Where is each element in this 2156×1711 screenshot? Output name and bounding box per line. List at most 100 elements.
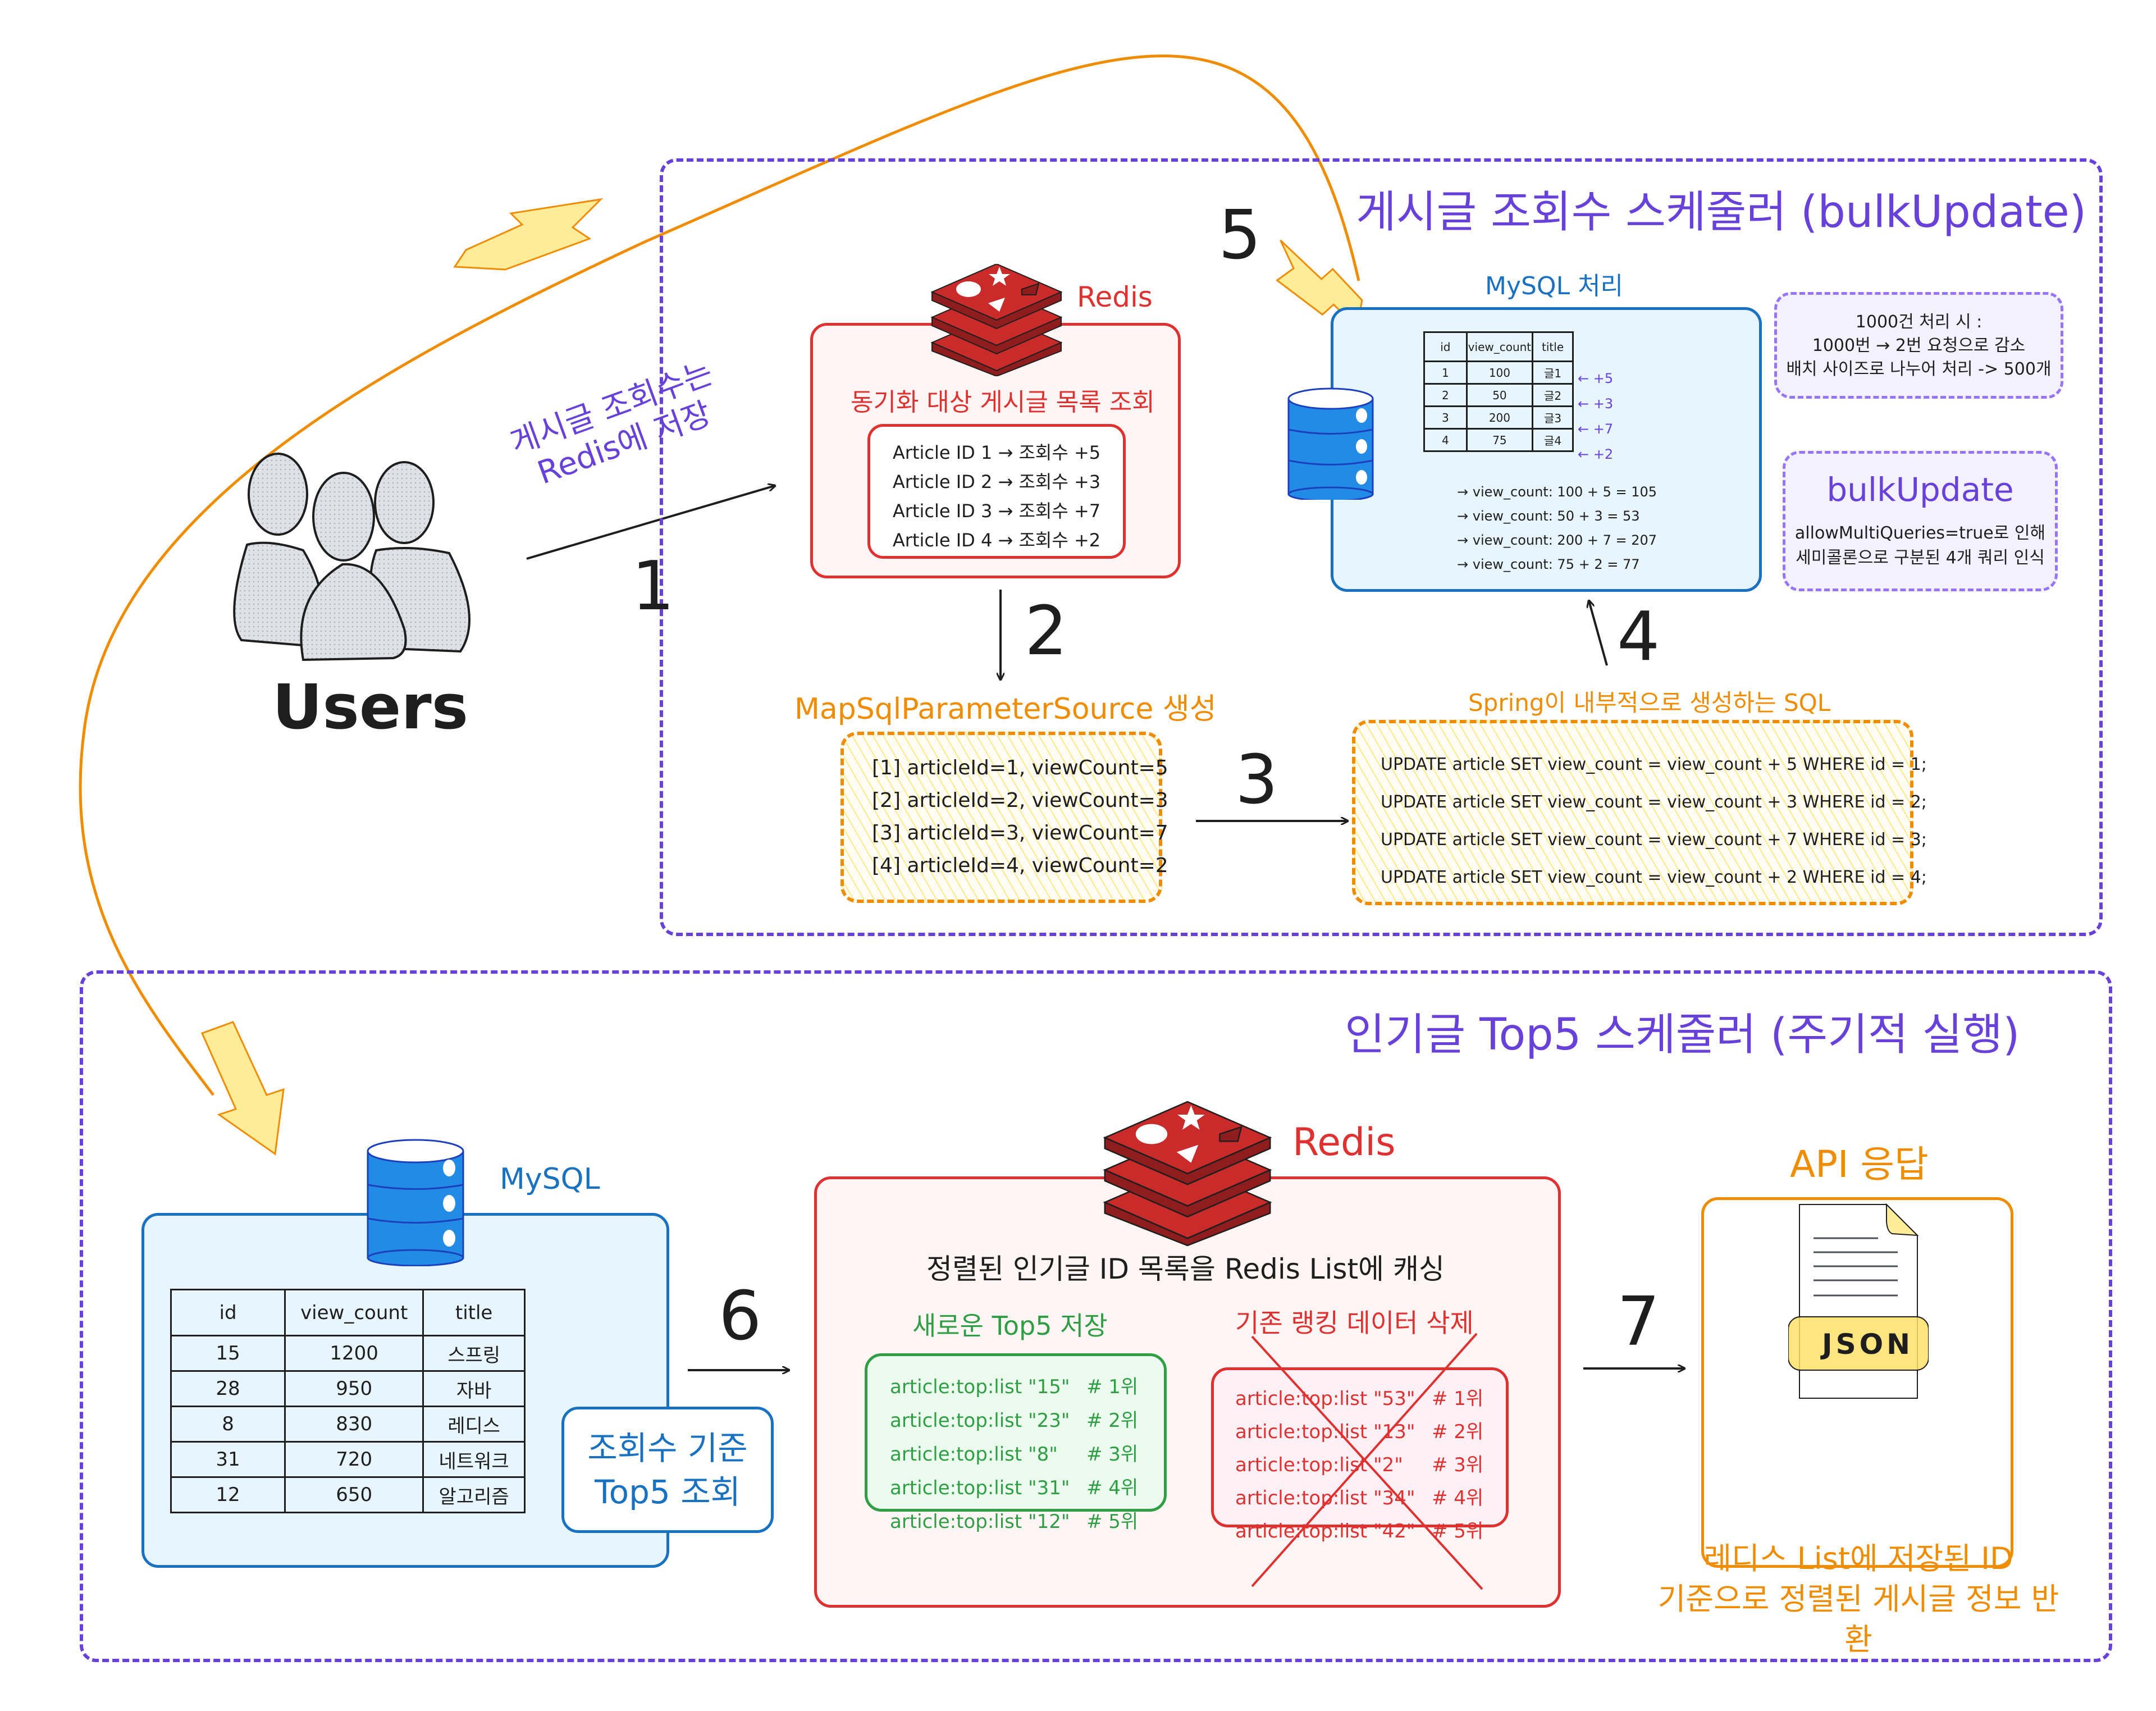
- column-header-id: id: [1423, 331, 1468, 362]
- table-row: 15 1200 스프링: [170, 1335, 526, 1372]
- cell-title: 자바: [422, 1370, 526, 1407]
- new-top5-item: article:top:list "31"# 4위: [890, 1477, 1139, 1499]
- cell-title: 네트워크: [422, 1441, 526, 1478]
- step-number-6: 6: [719, 1277, 762, 1356]
- table-row: 12 650 알고리즘: [170, 1476, 526, 1513]
- cell-view-count: 950: [284, 1370, 424, 1407]
- cell-view-count: 1200: [284, 1335, 424, 1372]
- column-header-view-count: view_count: [284, 1289, 424, 1336]
- param-item: [2] articleId=2, viewCount=3: [872, 789, 1168, 812]
- new-top5-item: article:top:list "8"# 3위: [890, 1443, 1139, 1466]
- section-top5-scheduler: [80, 970, 2112, 1662]
- batch-note-line1: 1000건 처리 시 :: [1855, 312, 1983, 332]
- result-item: → view_count: 50 + 3 = 53: [1457, 508, 1640, 524]
- result-item: → view_count: 75 + 2 = 77: [1457, 556, 1640, 572]
- mysql-top5-table: id view_count title 15 1200 스프링 28 950 자…: [170, 1289, 526, 1513]
- mysql-process-table: id view_count title 1 100 글1 2 50 글2 3 2…: [1423, 331, 1574, 452]
- param-source-box: [1] articleId=1, viewCount=5 [2] article…: [841, 732, 1168, 903]
- old-ranking-item: article:top:list "42"# 5위: [1235, 1520, 1484, 1543]
- cell-id: 28: [170, 1370, 286, 1407]
- old-ranking-item: article:top:list "53"# 1위: [1235, 1388, 1484, 1410]
- redis-sync-heading: 동기화 대상 게시글 목록 조회: [851, 388, 1155, 417]
- new-top5-item: article:top:list "12"# 5위: [890, 1511, 1139, 1533]
- redis-sync-item: Article ID 1 → 조회수 +5: [892, 442, 1101, 463]
- api-caption-line2: 기준으로 정렬된 게시글 정보 반환: [1657, 1581, 2059, 1657]
- redis-label-bottom: Redis: [1292, 1120, 1396, 1165]
- mysql-process-label: MySQL 처리: [1485, 272, 1624, 300]
- cell-title: 글3: [1532, 405, 1574, 430]
- sql-item: UPDATE article SET view_count = view_cou…: [1381, 792, 1927, 812]
- top5-query-line2: Top5 조회: [595, 1473, 741, 1511]
- redis-sync-list: Article ID 1 → 조회수 +5 Article ID 2 → 조회수…: [867, 424, 1126, 559]
- new-top5-list: article:top:list "15"# 1위 article:top:li…: [865, 1353, 1167, 1533]
- delta-item: ← +2: [1578, 446, 1614, 462]
- batch-note: 1000건 처리 시 : 1000번 → 2번 요청으로 감소 배치 사이즈로 …: [1774, 292, 2063, 399]
- column-header-view-count: view_count: [1465, 331, 1534, 362]
- delta-item: ← +3: [1578, 396, 1614, 412]
- spring-sql-title: Spring이 내부적으로 생성하는 SQL: [1468, 689, 1831, 717]
- cell-id: 2: [1423, 383, 1468, 407]
- redis-sync-item: Article ID 4 → 조회수 +2: [892, 530, 1101, 551]
- step-number-2: 2: [1025, 592, 1068, 670]
- json-document-icon: [1788, 1203, 1929, 1399]
- old-ranking-list: article:top:list "53"# 1위 article:top:li…: [1211, 1367, 1509, 1543]
- cell-title: 스프링: [422, 1335, 526, 1372]
- cell-id: 3: [1423, 405, 1468, 430]
- param-item: [3] articleId=3, viewCount=7: [872, 822, 1168, 845]
- json-badge-label: JSON: [1822, 1328, 1913, 1361]
- old-ranking-item: article:top:list "13"# 2위: [1235, 1421, 1484, 1443]
- table-row: 31 720 네트워크: [170, 1441, 526, 1478]
- mysql-top5-label: MySQL: [500, 1162, 600, 1196]
- section-title-viewcount: 게시글 조회수 스케줄러 (bulkUpdate): [1356, 187, 2087, 238]
- api-caption: 레디스 List에 저장된 ID 기준으로 정렬된 게시글 정보 반환: [1645, 1539, 2072, 1660]
- cell-id: 1: [1423, 361, 1468, 385]
- table-row: 4 75 글4: [1423, 428, 1574, 452]
- column-header-id: id: [170, 1289, 286, 1336]
- cell-view-count: 75: [1465, 428, 1534, 452]
- section-title-top5: 인기글 Top5 스케줄러 (주기적 실행): [1345, 1010, 2020, 1060]
- table-row: 3 200 글3: [1423, 405, 1574, 430]
- cell-id: 15: [170, 1335, 286, 1372]
- cell-title: 알고리즘: [422, 1476, 526, 1513]
- step-number-1: 1: [632, 547, 675, 626]
- bulk-update-line2: 세미콜론으로 구분된 4개 쿼리 인식: [1796, 548, 2045, 568]
- redis-sync-item: Article ID 3 → 조회수 +7: [892, 500, 1101, 522]
- sql-item: UPDATE article SET view_count = view_cou…: [1381, 755, 1927, 774]
- cell-view-count: 100: [1465, 361, 1534, 385]
- param-item: [4] articleId=4, viewCount=2: [872, 854, 1168, 877]
- cell-id: 12: [170, 1476, 286, 1513]
- cell-view-count: 650: [284, 1476, 424, 1513]
- database-icon: [367, 1139, 464, 1266]
- users-label: Users: [272, 671, 469, 743]
- step-number-3: 3: [1235, 741, 1278, 819]
- cell-view-count: 830: [284, 1406, 424, 1443]
- bulk-update-note: bulkUpdate allowMultiQueries=true로 인해 세미…: [1783, 451, 2058, 591]
- column-header-title: title: [422, 1289, 526, 1336]
- old-ranking-item: article:top:list "34"# 4위: [1235, 1487, 1484, 1509]
- redis-logo-icon: [1103, 1101, 1272, 1247]
- sql-item: UPDATE article SET view_count = view_cou…: [1381, 868, 1927, 887]
- step-number-5: 5: [1218, 197, 1262, 275]
- section-viewcount-scheduler: [660, 158, 2103, 936]
- step-number-7: 7: [1617, 1283, 1660, 1361]
- redis-logo-icon: [930, 264, 1063, 376]
- users-icon: [233, 453, 471, 661]
- table-row: 2 50 글2: [1423, 383, 1574, 407]
- new-top5-item: article:top:list "23"# 2위: [890, 1409, 1139, 1432]
- cell-view-count: 50: [1465, 383, 1534, 407]
- cell-id: 8: [170, 1406, 286, 1443]
- result-list: → view_count: 100 + 5 = 105 → view_count…: [1457, 480, 1657, 577]
- redis-cache-heading: 정렬된 인기글 ID 목록을 Redis List에 캐싱: [926, 1253, 1445, 1285]
- batch-note-line3: 배치 사이즈로 나누어 처리 -> 500개: [1786, 359, 2052, 379]
- cell-id: 4: [1423, 428, 1468, 452]
- old-ranking-title: 기존 랭킹 데이터 삭제: [1235, 1308, 1474, 1338]
- delta-item: ← +5: [1578, 371, 1614, 386]
- table-row: 28 950 자바: [170, 1370, 526, 1407]
- sql-item: UPDATE article SET view_count = view_cou…: [1381, 830, 1927, 850]
- bulk-update-title: bulkUpdate: [1826, 471, 2014, 509]
- cell-view-count: 720: [284, 1441, 424, 1478]
- fat-arrow-to-users: [453, 198, 604, 271]
- api-response-title: API 응답: [1790, 1143, 1929, 1186]
- top5-query-label: 조회수 기준 Top5 조회: [561, 1407, 774, 1533]
- param-source-title: MapSqlParameterSource 생성: [794, 692, 1217, 726]
